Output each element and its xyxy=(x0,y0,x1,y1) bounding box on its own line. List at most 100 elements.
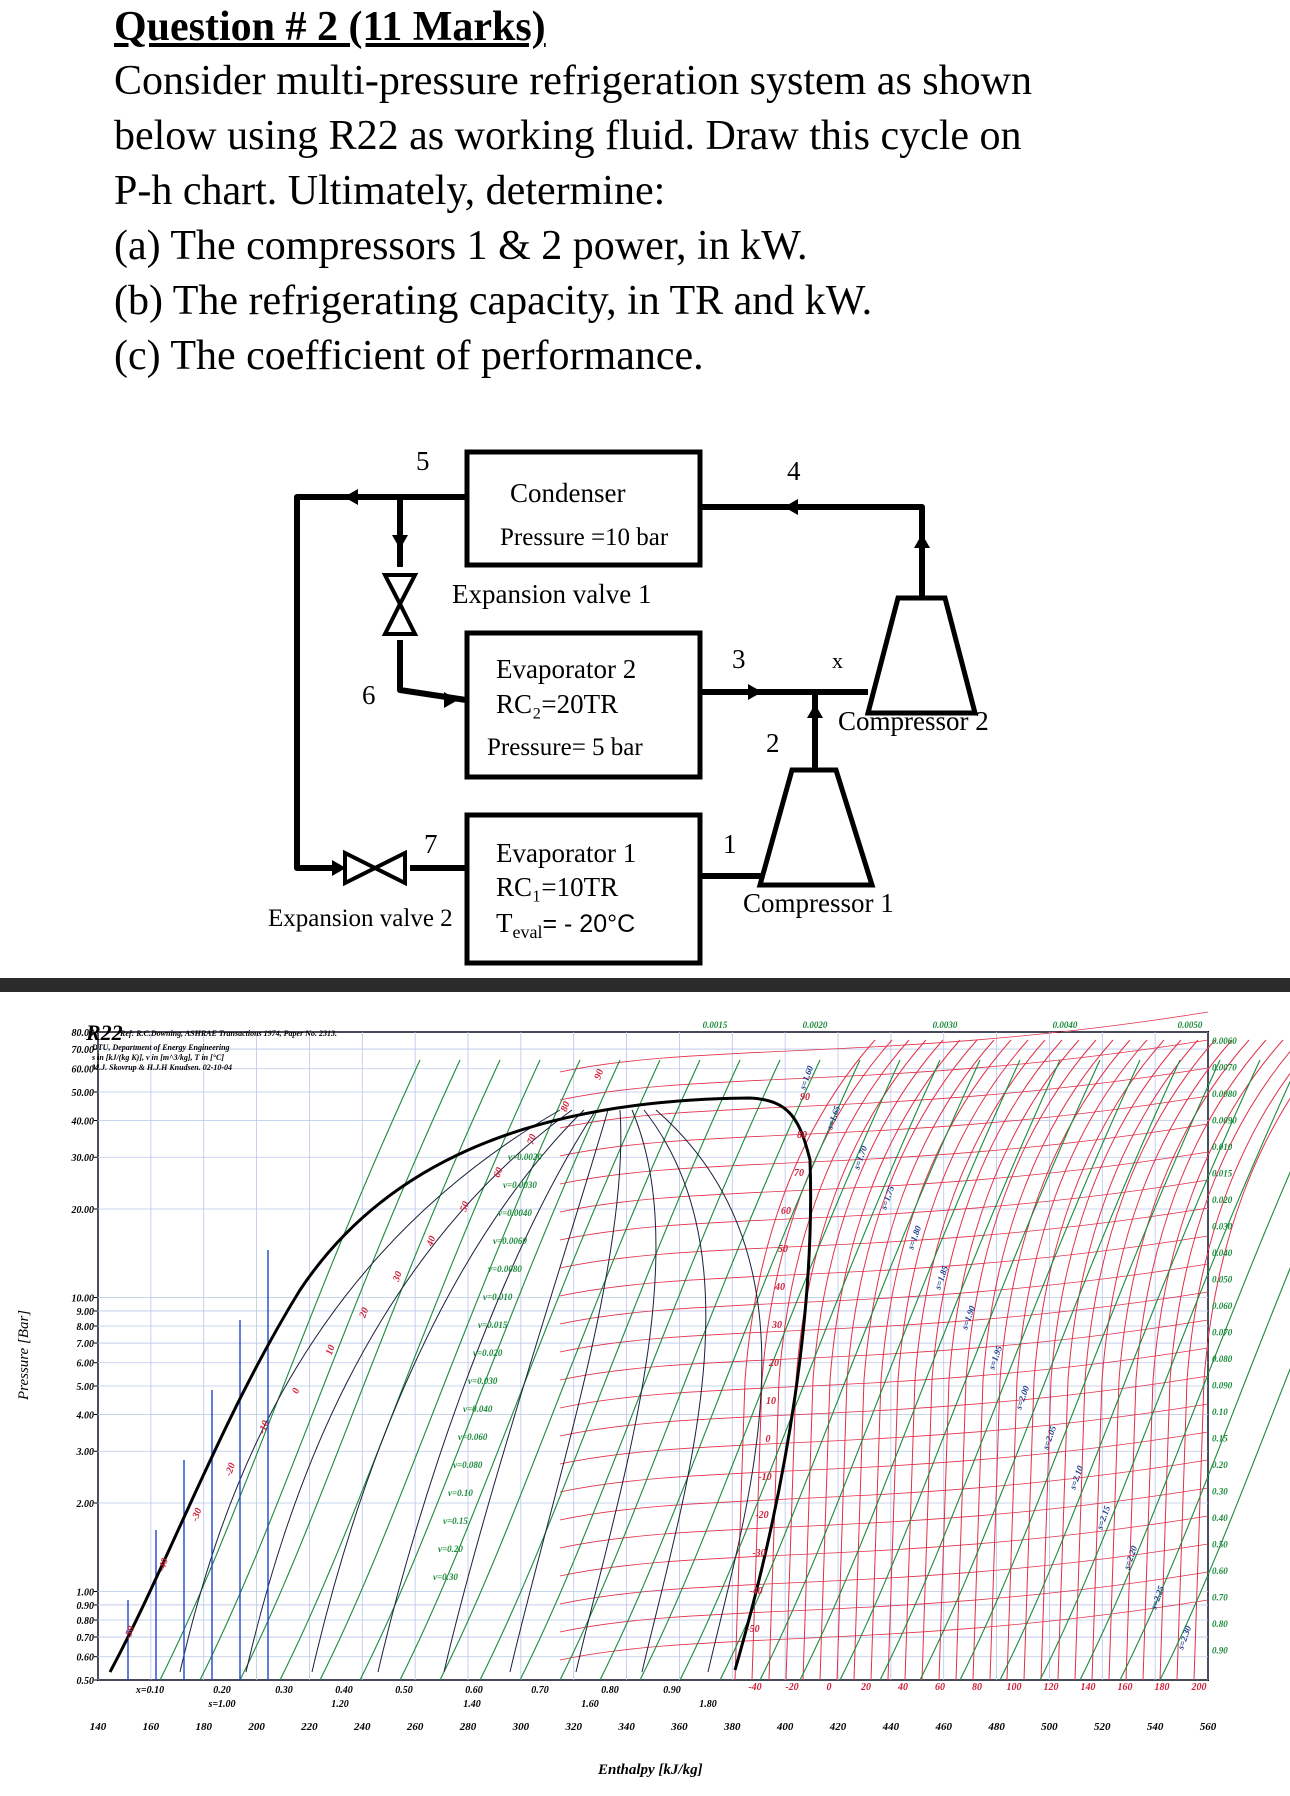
specific-volume-label: 0.040 xyxy=(1212,1248,1233,1258)
quality-label: 0.60 xyxy=(465,1685,483,1696)
inner-specific-volume-label: v=0.0030 xyxy=(503,1180,537,1190)
isochore-line xyxy=(559,1011,1209,1073)
temperature-bottom-label: 160 xyxy=(1118,1682,1133,1693)
y-tick-label: 0.90 xyxy=(77,1601,95,1612)
expansion-valve-1-icon xyxy=(381,573,419,636)
chart-title: R22 xyxy=(85,1020,123,1045)
question-title: Question # 2 (11 Marks) xyxy=(114,4,546,50)
quality-line xyxy=(377,1109,597,1673)
x-tick-label: 220 xyxy=(300,1721,318,1733)
isentrope-line xyxy=(439,1059,701,1681)
y-tick-label: 50.00 xyxy=(72,1088,95,1099)
y-tick-label: 0.60 xyxy=(77,1653,95,1664)
evaporator-1-capacity: RC₁=10TR xyxy=(496,872,618,902)
saturation-temp-label: 10 xyxy=(324,1344,338,1357)
y-tick-label: 80.00 xyxy=(72,1028,95,1039)
saturation-temp-label: 0 xyxy=(290,1387,302,1395)
liquid-line xyxy=(294,494,466,871)
quality-label: x=0.10 xyxy=(135,1685,164,1696)
isentrope-line xyxy=(799,1059,1061,1681)
isentrope-line xyxy=(559,1059,821,1681)
specific-volume-label: 0.0015 xyxy=(703,1020,728,1030)
inner-specific-volume-label: v=0.0080 xyxy=(488,1264,522,1274)
temperature-bottom-label: 180 xyxy=(1155,1682,1170,1693)
evaporator-2-box xyxy=(464,630,703,780)
vapor-temp-label: -50 xyxy=(746,1624,759,1635)
y-tick-label: 9.00 xyxy=(77,1307,95,1318)
x-tick-label: 320 xyxy=(564,1721,582,1733)
specific-volume-label: 0.0040 xyxy=(1053,1020,1078,1030)
saturation-temp-label: 60 xyxy=(492,1166,506,1179)
inner-specific-volume-label: v=0.0020 xyxy=(508,1152,542,1162)
quality-label: 0.50 xyxy=(395,1685,413,1696)
quality-label: 0.20 xyxy=(213,1685,231,1696)
specific-volume-label: 0.30 xyxy=(1212,1487,1228,1497)
isotherm-line xyxy=(1091,1039,1233,1681)
y-tick-label: 0.70 xyxy=(77,1633,95,1644)
quality-label: 0.80 xyxy=(601,1685,619,1696)
isentrope-line xyxy=(1159,1367,1290,1681)
line-to-evaporator-2 xyxy=(397,640,467,703)
vapor-temp-label: 0 xyxy=(766,1434,771,1445)
isochore-line xyxy=(559,1515,1209,1577)
y-tick-label: 3.00 xyxy=(76,1447,95,1458)
specific-volume-label: 0.050 xyxy=(1212,1275,1233,1285)
isochore-line xyxy=(559,1039,1209,1101)
r22-ph-chart: 80.0070.0060.0050.0040.0030.0020.0010.00… xyxy=(0,992,1290,1796)
specific-volume-label: 0.0030 xyxy=(933,1020,958,1030)
specific-volume-label: 0.030 xyxy=(1212,1222,1233,1232)
isochore-line xyxy=(559,1459,1209,1521)
isochore-line xyxy=(559,1571,1209,1633)
isotherm-line xyxy=(921,1039,1063,1681)
saturation-temp-label: 90 xyxy=(592,1068,606,1081)
x-tick-label: 140 xyxy=(90,1721,107,1733)
question-line: Consider multi-pressure refrigeration sy… xyxy=(114,58,1032,104)
isotherm-line xyxy=(972,1039,1114,1681)
quality-label: 0.30 xyxy=(275,1685,293,1696)
isochore-line xyxy=(559,1599,1209,1661)
temperature-bottom-label: -40 xyxy=(748,1682,761,1693)
saturation-temp-label: 50 xyxy=(458,1200,472,1213)
quality-label: 0.70 xyxy=(531,1685,549,1696)
section-divider xyxy=(0,978,1290,992)
evaporator-1-label: Evaporator 1 xyxy=(496,838,636,868)
specific-volume-label: 0.070 xyxy=(1212,1328,1233,1338)
vapor-temp-label: -10 xyxy=(758,1472,771,1483)
quality-line xyxy=(179,1109,561,1673)
x-tick-label: 540 xyxy=(1147,1721,1164,1733)
isotherm-line xyxy=(1040,1039,1182,1681)
specific-volume-label: 0.0050 xyxy=(1178,1020,1203,1030)
isentrope-line xyxy=(519,1059,781,1681)
isentrope-line xyxy=(479,1059,741,1681)
isotherm-line xyxy=(904,1039,1046,1681)
specific-volume-label: 0.090 xyxy=(1212,1381,1233,1391)
isentrope-line xyxy=(1079,1171,1290,1681)
saturation-temp-label: 20 xyxy=(357,1306,371,1320)
isentrope-line xyxy=(159,1059,421,1681)
y-tick-label: 0.80 xyxy=(77,1616,95,1627)
isochore-line xyxy=(559,1263,1209,1325)
inner-specific-volume-label: v=0.080 xyxy=(453,1460,483,1470)
saturation-temp-label: -10 xyxy=(257,1419,272,1435)
y-tick-label: 0.50 xyxy=(77,1676,95,1687)
isentrope-line xyxy=(839,1059,1101,1681)
inner-specific-volume-label: v=0.010 xyxy=(483,1292,513,1302)
isochore-line xyxy=(559,1123,1209,1185)
isotherm-line xyxy=(887,1039,1029,1681)
isentrope-line xyxy=(599,1059,861,1681)
isochore-line xyxy=(559,1543,1209,1605)
isochore-line xyxy=(559,1347,1209,1409)
isochore-line xyxy=(559,1291,1209,1353)
isotherm-line xyxy=(1193,1097,1290,1681)
question-part-b: (b) The refrigerating capacity, in TR an… xyxy=(114,278,873,324)
isochore-line xyxy=(559,1403,1209,1465)
compressor-1-icon xyxy=(756,767,876,888)
vapor-temp-label: -40 xyxy=(749,1586,762,1597)
inner-specific-volume-label: v=0.15 xyxy=(443,1516,468,1526)
temperature-bottom-label: 200 xyxy=(1191,1682,1207,1693)
compressor-1-label: Compressor 1 xyxy=(743,888,894,918)
specific-volume-label: 0.50 xyxy=(1212,1540,1228,1550)
x-tick-label: 280 xyxy=(459,1721,477,1733)
isotherm-line xyxy=(802,1039,944,1681)
temperature-bottom-label: 140 xyxy=(1081,1682,1096,1693)
